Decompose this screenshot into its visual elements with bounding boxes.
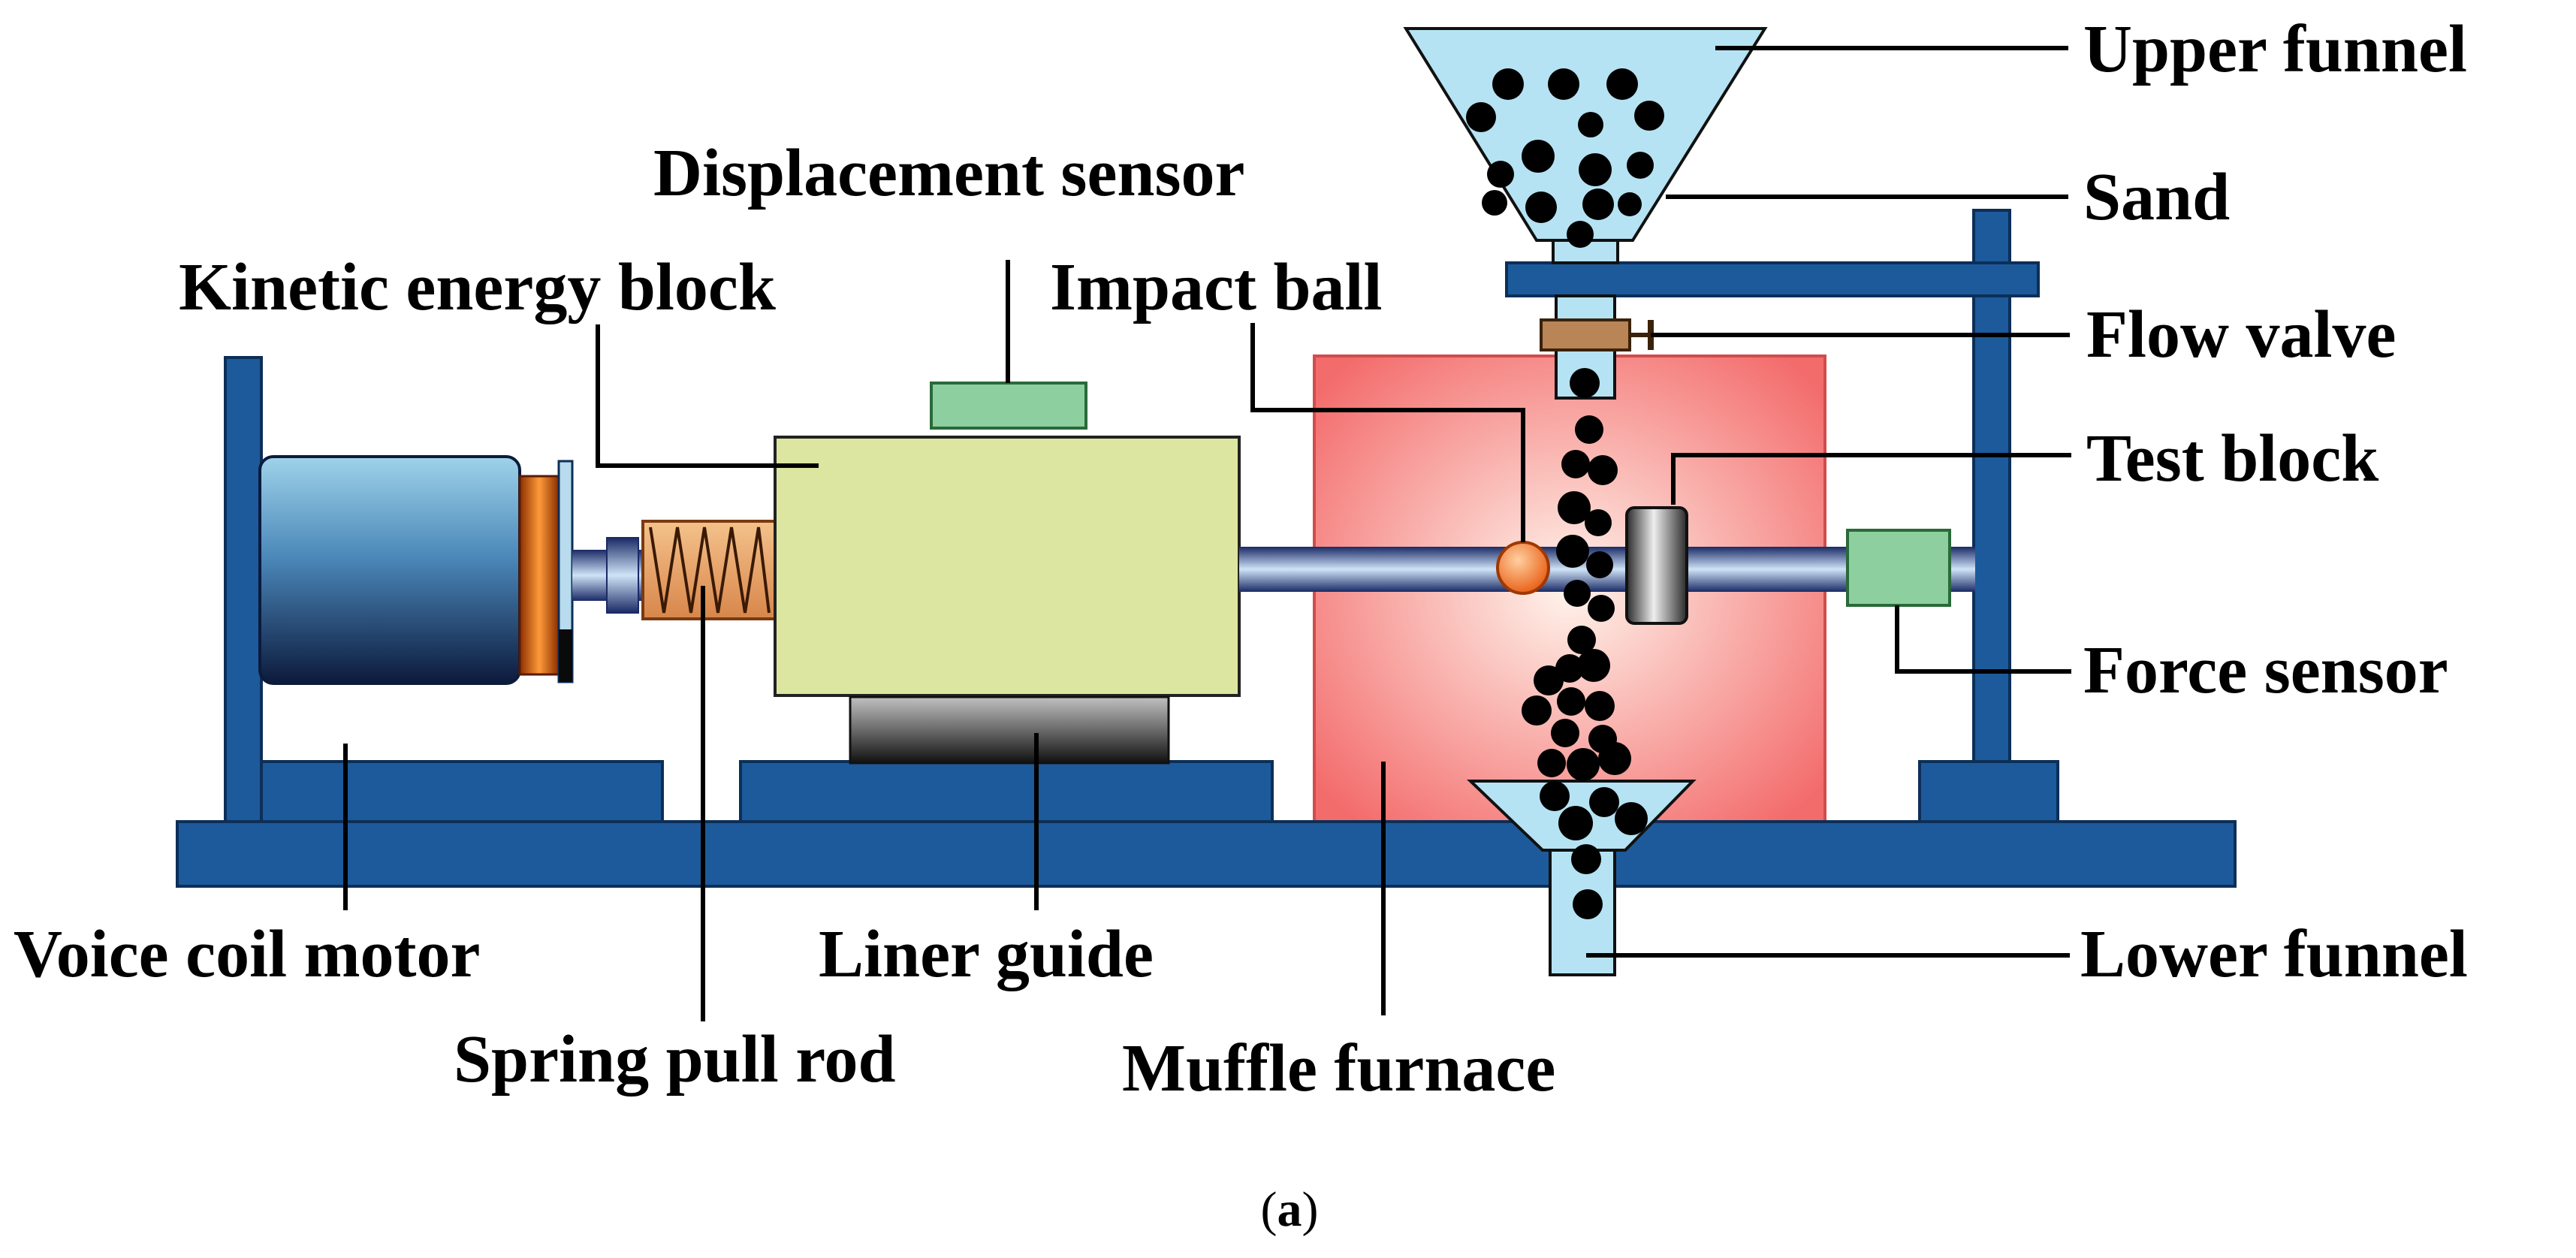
left-foot — [260, 760, 664, 823]
sand-particle — [1487, 161, 1514, 188]
impact-ball — [1496, 541, 1550, 595]
top-bracket — [1505, 261, 2040, 297]
motor-face-plate-dark — [559, 629, 572, 682]
sand-particle — [1556, 535, 1589, 568]
left-upright — [224, 356, 263, 823]
label-liner-guide: Liner guide — [819, 917, 1154, 991]
label-impact-ball: Impact ball — [1050, 250, 1383, 324]
sand-particle — [1534, 665, 1564, 695]
leader-kinetic-energy-block — [596, 324, 819, 468]
sand-particle — [1548, 68, 1579, 100]
motor-shaft-collar — [606, 537, 639, 614]
label-muffle-furnace: Muffle furnace — [1122, 1031, 1555, 1106]
label-flow-valve: Flow valve — [2086, 297, 2396, 372]
sand-particle — [1482, 190, 1507, 216]
sand-particle — [1615, 802, 1648, 835]
sand-particle — [1525, 192, 1557, 223]
label-kinetic-energy-block: Kinetic energy block — [179, 250, 776, 324]
sand-particle — [1627, 152, 1654, 179]
sand-particle — [1586, 551, 1613, 578]
sand-particle — [1575, 415, 1603, 444]
sand-particle — [1589, 787, 1619, 817]
figure-caption: (a) — [1261, 1182, 1319, 1237]
motor-copper-ring — [518, 475, 560, 676]
label-lower-funnel: Lower funnel — [2080, 917, 2468, 991]
sand-particle — [1578, 112, 1603, 137]
spring-coil — [649, 526, 771, 614]
test-block-body — [1625, 506, 1688, 625]
sand-particle — [1571, 844, 1601, 874]
sand-particle — [1618, 192, 1642, 216]
sand-particle — [1567, 221, 1594, 248]
leader-force-sensor — [1895, 605, 2071, 674]
base-plate — [176, 820, 2237, 888]
guide-mount — [739, 760, 1274, 823]
sand-particle — [1492, 68, 1524, 100]
sand-particle — [1606, 68, 1638, 100]
sand-particle — [1585, 691, 1615, 721]
sand-particle — [1570, 368, 1600, 398]
kinetic-energy-block — [774, 436, 1241, 697]
voice-coil-motor-body — [258, 455, 521, 685]
displacement-sensor-body — [930, 382, 1087, 430]
sand-particle — [1588, 595, 1615, 622]
sand-particle — [1561, 450, 1590, 478]
sand-particle — [1588, 455, 1618, 485]
label-test-block: Test block — [2086, 421, 2378, 496]
sand-particle — [1579, 153, 1612, 186]
sand-particles — [1466, 68, 1664, 919]
label-displacement-sensor: Displacement sensor — [653, 136, 1244, 210]
sand-particle — [1540, 781, 1570, 811]
label-voice-coil-motor: Voice coil motor — [14, 917, 480, 991]
sand-particle — [1466, 102, 1496, 132]
sand-particle — [1567, 748, 1600, 781]
flow-valve-body — [1540, 318, 1631, 351]
sand-particle — [1582, 189, 1614, 220]
sand-particle — [1598, 742, 1631, 775]
sand-particle — [1551, 719, 1579, 747]
label-spring-pull-rod: Spring pull rod — [454, 1022, 896, 1097]
force-sensor-body — [1846, 529, 1951, 607]
sand-particle — [1558, 491, 1591, 524]
label-force-sensor: Force sensor — [2083, 633, 2448, 707]
sand-particle — [1577, 649, 1610, 682]
sand-particle — [1558, 806, 1593, 840]
sand-particle — [1585, 509, 1612, 536]
sand-particle — [1573, 889, 1603, 919]
leader-impact-ball — [1250, 323, 1525, 542]
sand-particle — [1567, 626, 1596, 654]
label-sand: Sand — [2083, 160, 2230, 234]
leader-test-block — [1671, 453, 2071, 505]
right-foot — [1918, 760, 2059, 823]
sand-particle — [1522, 140, 1555, 173]
liner-guide-rail — [849, 695, 1170, 765]
sand-particle — [1537, 749, 1566, 777]
sand-particle — [1634, 101, 1664, 131]
label-upper-funnel: Upper funnel — [2083, 12, 2467, 86]
sand-particle — [1564, 580, 1591, 607]
sand-particle — [1557, 687, 1585, 716]
sand-particle — [1522, 695, 1552, 726]
